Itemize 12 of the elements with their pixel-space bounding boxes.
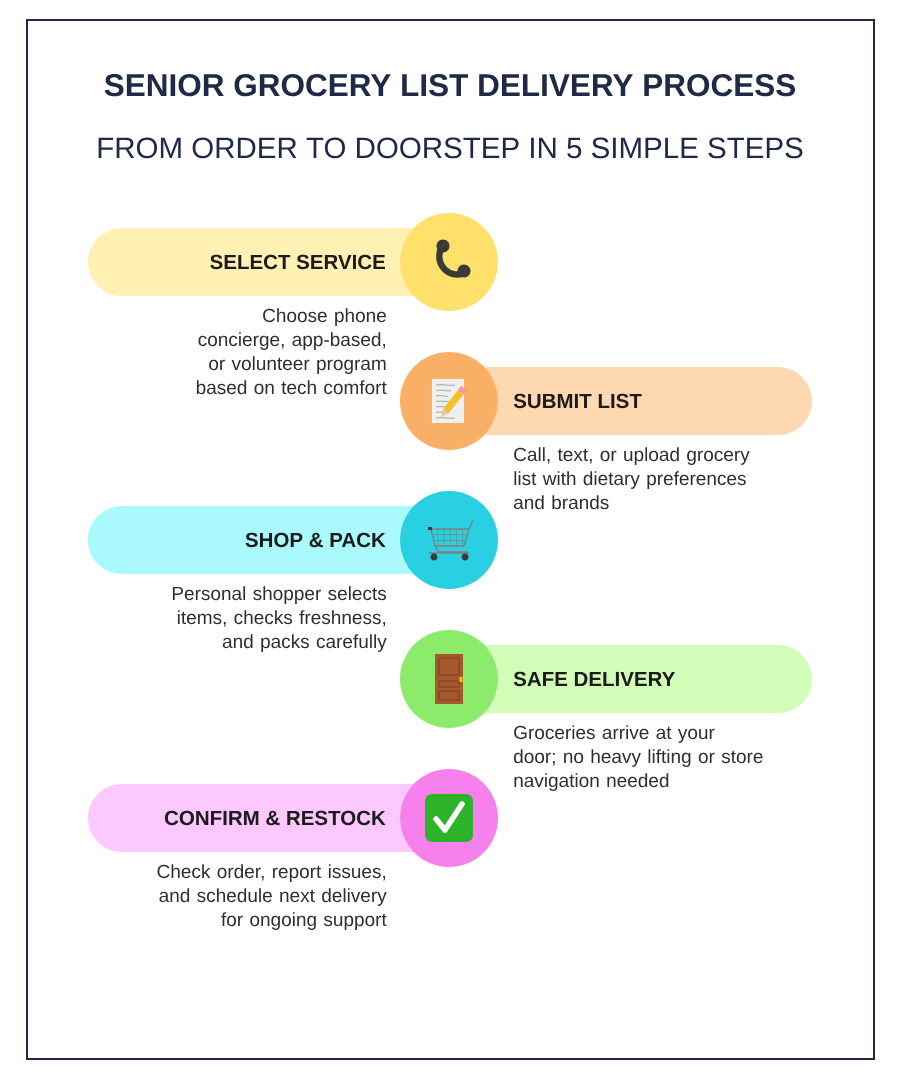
subtitle: FROM ORDER TO DOORSTEP IN 5 SIMPLE STEPS bbox=[98, 137, 803, 159]
step-band: CONFIRM & RESTOCK bbox=[88, 784, 414, 852]
step-description: Check order, report issues, and schedule next delivery for ongoing support bbox=[157, 864, 387, 930]
step-description: Personal shopper selects items, checks freshness, and packs carefully bbox=[172, 586, 387, 652]
step-band: SHOP & PACK bbox=[88, 506, 414, 574]
step-band: SUBMIT LIST bbox=[484, 367, 812, 435]
step-description: Call, text, or upload grocery list with dietary preferences and brands bbox=[514, 447, 750, 510]
step-description: Groceries arrive at your door; no heavy lifting or store navigation needed bbox=[514, 725, 763, 791]
step-band: SAFE DELIVERY bbox=[484, 645, 812, 713]
title: SENIOR GROCERY LIST DELIVERY PROCESS bbox=[104, 74, 795, 97]
step-description: Choose phone concierge, app-based, or volunteer program based on tech comfort bbox=[196, 308, 387, 395]
step-band: SELECT SERVICE bbox=[88, 228, 414, 296]
